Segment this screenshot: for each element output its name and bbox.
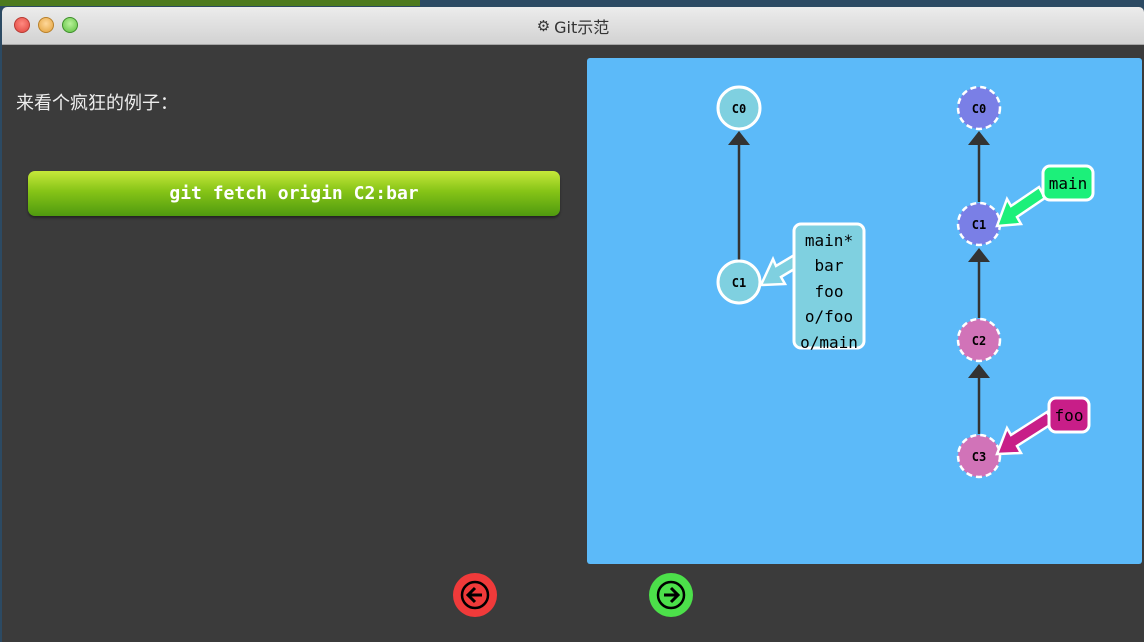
local-commit-c0-label: C0	[732, 102, 746, 116]
git-graph-canvas: C0 C1 main* bar foo o/foo o/main	[587, 58, 1142, 564]
local-branch-label-bar: bar	[815, 256, 844, 275]
git-graph-svg: C0 C1 main* bar foo o/foo o/main	[716, 85, 1095, 479]
remote-commit-c2[interactable]: C2	[956, 317, 1002, 363]
local-commit-c0[interactable]: C0	[716, 85, 762, 131]
local-branch-label-origin-main: o/main	[800, 333, 858, 352]
remote-edge-arrowhead-3	[968, 364, 990, 378]
remote-commit-c1[interactable]: C1	[956, 201, 1002, 247]
window-title: Git示范	[554, 17, 610, 37]
desktop-background	[0, 0, 420, 6]
remote-edge-arrowhead-1	[968, 131, 990, 145]
close-window-button[interactable]	[14, 17, 30, 33]
remote-foo-branch-arrow	[995, 410, 1055, 456]
forward-button[interactable]	[649, 573, 693, 617]
local-branch-label-main: main*	[805, 231, 853, 250]
local-branch-stack[interactable]	[792, 222, 866, 350]
remote-foo-branch-tag[interactable]	[1047, 396, 1091, 434]
arrow-right-icon	[656, 580, 686, 610]
remote-edge-arrowhead-2	[968, 248, 990, 262]
remote-main-branch-arrow	[995, 185, 1047, 228]
remote-commit-c3[interactable]: C3	[956, 433, 1002, 479]
app-window: ⚙ Git示范 来看个疯狂的例子： git fetch origin C2:ba…	[2, 7, 1144, 642]
window-title-area: ⚙ Git示范	[2, 7, 1144, 44]
local-commit-c1-label: C1	[732, 276, 746, 290]
remote-commit-c1-label: C1	[972, 218, 986, 232]
local-branch-label-foo: foo	[815, 282, 844, 301]
local-commit-c1[interactable]: C1	[716, 259, 762, 305]
local-edge-arrowhead	[728, 131, 750, 145]
git-command-button[interactable]: git fetch origin C2:bar	[28, 171, 560, 216]
back-button[interactable]	[453, 573, 497, 617]
remote-commit-c2-label: C2	[972, 334, 986, 348]
remote-commit-c0[interactable]: C0	[956, 85, 1002, 131]
title-bar: ⚙ Git示范	[2, 7, 1144, 45]
arrow-left-icon	[460, 580, 490, 610]
remote-main-branch-label: main	[1049, 174, 1088, 193]
instruction-text: 来看个疯狂的例子：	[16, 93, 178, 114]
local-branch-label-origin-foo: o/foo	[805, 307, 853, 326]
gear-icon: ⚙	[536, 16, 551, 35]
minimize-window-button[interactable]	[38, 17, 54, 33]
remote-foo-branch-label: foo	[1055, 406, 1084, 425]
remote-main-branch-tag[interactable]	[1041, 164, 1095, 202]
remote-commit-c3-label: C3	[972, 450, 986, 464]
remote-commit-c0-label: C0	[972, 102, 986, 116]
maximize-window-button[interactable]	[62, 17, 78, 33]
